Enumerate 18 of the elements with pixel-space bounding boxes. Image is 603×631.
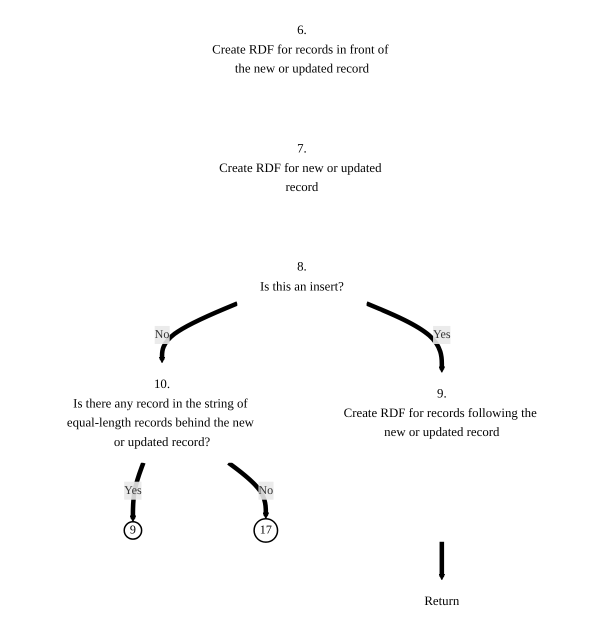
arrow bbox=[226, 460, 269, 520]
arrow bbox=[129, 462, 146, 522]
node-text: 9. Create RDF for records following the new or updated record bbox=[343, 386, 536, 440]
node-text: 6. Create RDF for records in front of the new or updated record bbox=[212, 22, 388, 76]
edge-label: No bbox=[154, 328, 170, 342]
flowchart-drawing: No Yes Yes No 6. Create RDF for records in front of the new or updated record 7. Create RDF for new or updated record 8. Is this an insert? 9. Create RDF for records following the new or updated record Return 10. Is there any record in the string of equal-length records behind the new or updated record? 9 17 bbox=[34, 3, 568, 628]
node-text: 10. Is there any record in the string of equal-length records behind the new or updated record? bbox=[66, 376, 254, 449]
node-circle bbox=[123, 520, 142, 540]
edge-label: Yes bbox=[432, 328, 450, 342]
arrow bbox=[365, 301, 445, 373]
node-text: Return bbox=[424, 594, 459, 608]
node-text: 7. Create RDF for new or updated record bbox=[218, 141, 382, 194]
arrow bbox=[438, 542, 445, 580]
edge-label: Yes bbox=[124, 484, 142, 497]
node-circle bbox=[252, 518, 278, 543]
arrow bbox=[158, 301, 238, 364]
edge-label: No bbox=[258, 484, 273, 497]
node-text: 8. Is this an insert? bbox=[260, 259, 344, 293]
